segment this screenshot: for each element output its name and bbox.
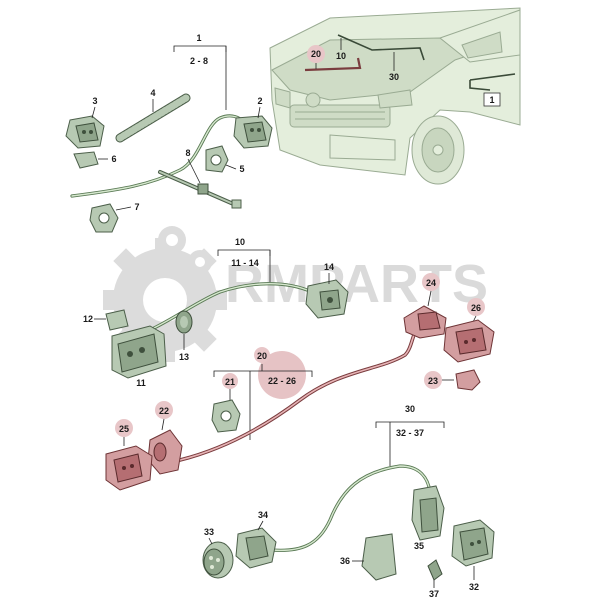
callout-1-van: 1: [489, 95, 494, 105]
part-23-clip: 23: [424, 369, 481, 391]
callout-8: 8: [185, 148, 190, 158]
van-callout-20: 20: [307, 45, 325, 69]
callout-6: 6: [111, 154, 116, 164]
group-1-bracket: 1 2 - 8: [173, 33, 227, 110]
watermark-small-gear-icon: [158, 226, 186, 254]
callout-4: 4: [150, 88, 155, 98]
callout-13: 13: [179, 352, 189, 362]
callout-30: 30: [405, 404, 415, 414]
callout-35: 35: [414, 541, 424, 551]
callout-11: 11: [136, 378, 146, 388]
part-5-clip: 5: [205, 145, 245, 174]
part-2-connector: 2: [233, 96, 273, 149]
part-13-grommet: 13: [175, 310, 193, 362]
van-illustration: [269, 7, 521, 185]
callout-12: 12: [83, 314, 93, 324]
part-32-connector: 32: [451, 519, 495, 592]
callout-33: 33: [204, 527, 214, 537]
part-6-bracket: 6: [73, 151, 117, 169]
part-37-clip: 37: [427, 559, 443, 599]
part-24-elbow: 24: [403, 273, 447, 339]
callout-20-range: 22 - 26: [268, 376, 296, 386]
part-4-corrugated-tube: 4: [115, 88, 191, 143]
cable-1: [70, 114, 246, 198]
callout-22: 22: [159, 406, 169, 416]
part-33-round-connector: 33: [202, 527, 234, 579]
callout-32: 32: [469, 582, 479, 592]
callout-10-range: 11 - 14: [231, 258, 259, 268]
cable-10: [148, 282, 314, 332]
part-21-clip: 21: [211, 373, 241, 433]
callout-26: 26: [471, 303, 481, 313]
van-callout-1: 1: [483, 92, 501, 107]
callout-14: 14: [324, 262, 334, 272]
group-10-bracket: 10 11 - 14: [217, 237, 271, 282]
callout-20: 20: [257, 351, 267, 361]
part-11-connector: 11: [111, 325, 167, 388]
group-20-bracket: 20 22 - 26: [213, 347, 313, 440]
callout-30-range: 32 - 37: [396, 428, 424, 438]
callout-20-van: 20: [311, 49, 321, 59]
callout-24: 24: [426, 278, 436, 288]
part-12-bracket: 12: [83, 309, 129, 331]
group-30-bracket: 30 32 - 37: [375, 404, 445, 466]
part-3-connector: 3: [65, 96, 105, 149]
callout-30-van: 30: [389, 72, 399, 82]
cable-20: [178, 324, 420, 462]
van-callout-30: 30: [389, 52, 399, 82]
callout-21: 21: [225, 377, 235, 387]
part-35-elbow: 35: [411, 485, 445, 551]
callout-23: 23: [428, 376, 438, 386]
callout-2: 2: [257, 96, 262, 106]
callout-34: 34: [258, 510, 268, 520]
callout-37: 37: [429, 589, 439, 599]
part-25-connector: 25: [105, 419, 153, 491]
van-callout-10: 10: [336, 38, 346, 61]
callout-1: 1: [196, 33, 201, 43]
part-22-grommet: 22: [147, 401, 183, 475]
part-36-plate: 36: [340, 533, 397, 581]
callout-1-range: 2 - 8: [190, 56, 208, 66]
callout-10: 10: [235, 237, 245, 247]
part-34-elbow: 34: [235, 510, 277, 569]
callout-7: 7: [134, 202, 139, 212]
part-7-clip: 7: [89, 202, 140, 233]
part-8-cable-tie: 8: [158, 148, 242, 209]
watermark-small-gear-icon-2: [188, 250, 212, 274]
callout-36: 36: [340, 556, 350, 566]
callout-10-van: 10: [336, 51, 346, 61]
part-26-connector: 26: [443, 298, 495, 363]
part-14-connector: 14: [305, 262, 349, 319]
callout-3: 3: [92, 96, 97, 106]
cable-30: [270, 464, 432, 552]
callout-25: 25: [119, 424, 129, 434]
callout-5: 5: [239, 164, 244, 174]
